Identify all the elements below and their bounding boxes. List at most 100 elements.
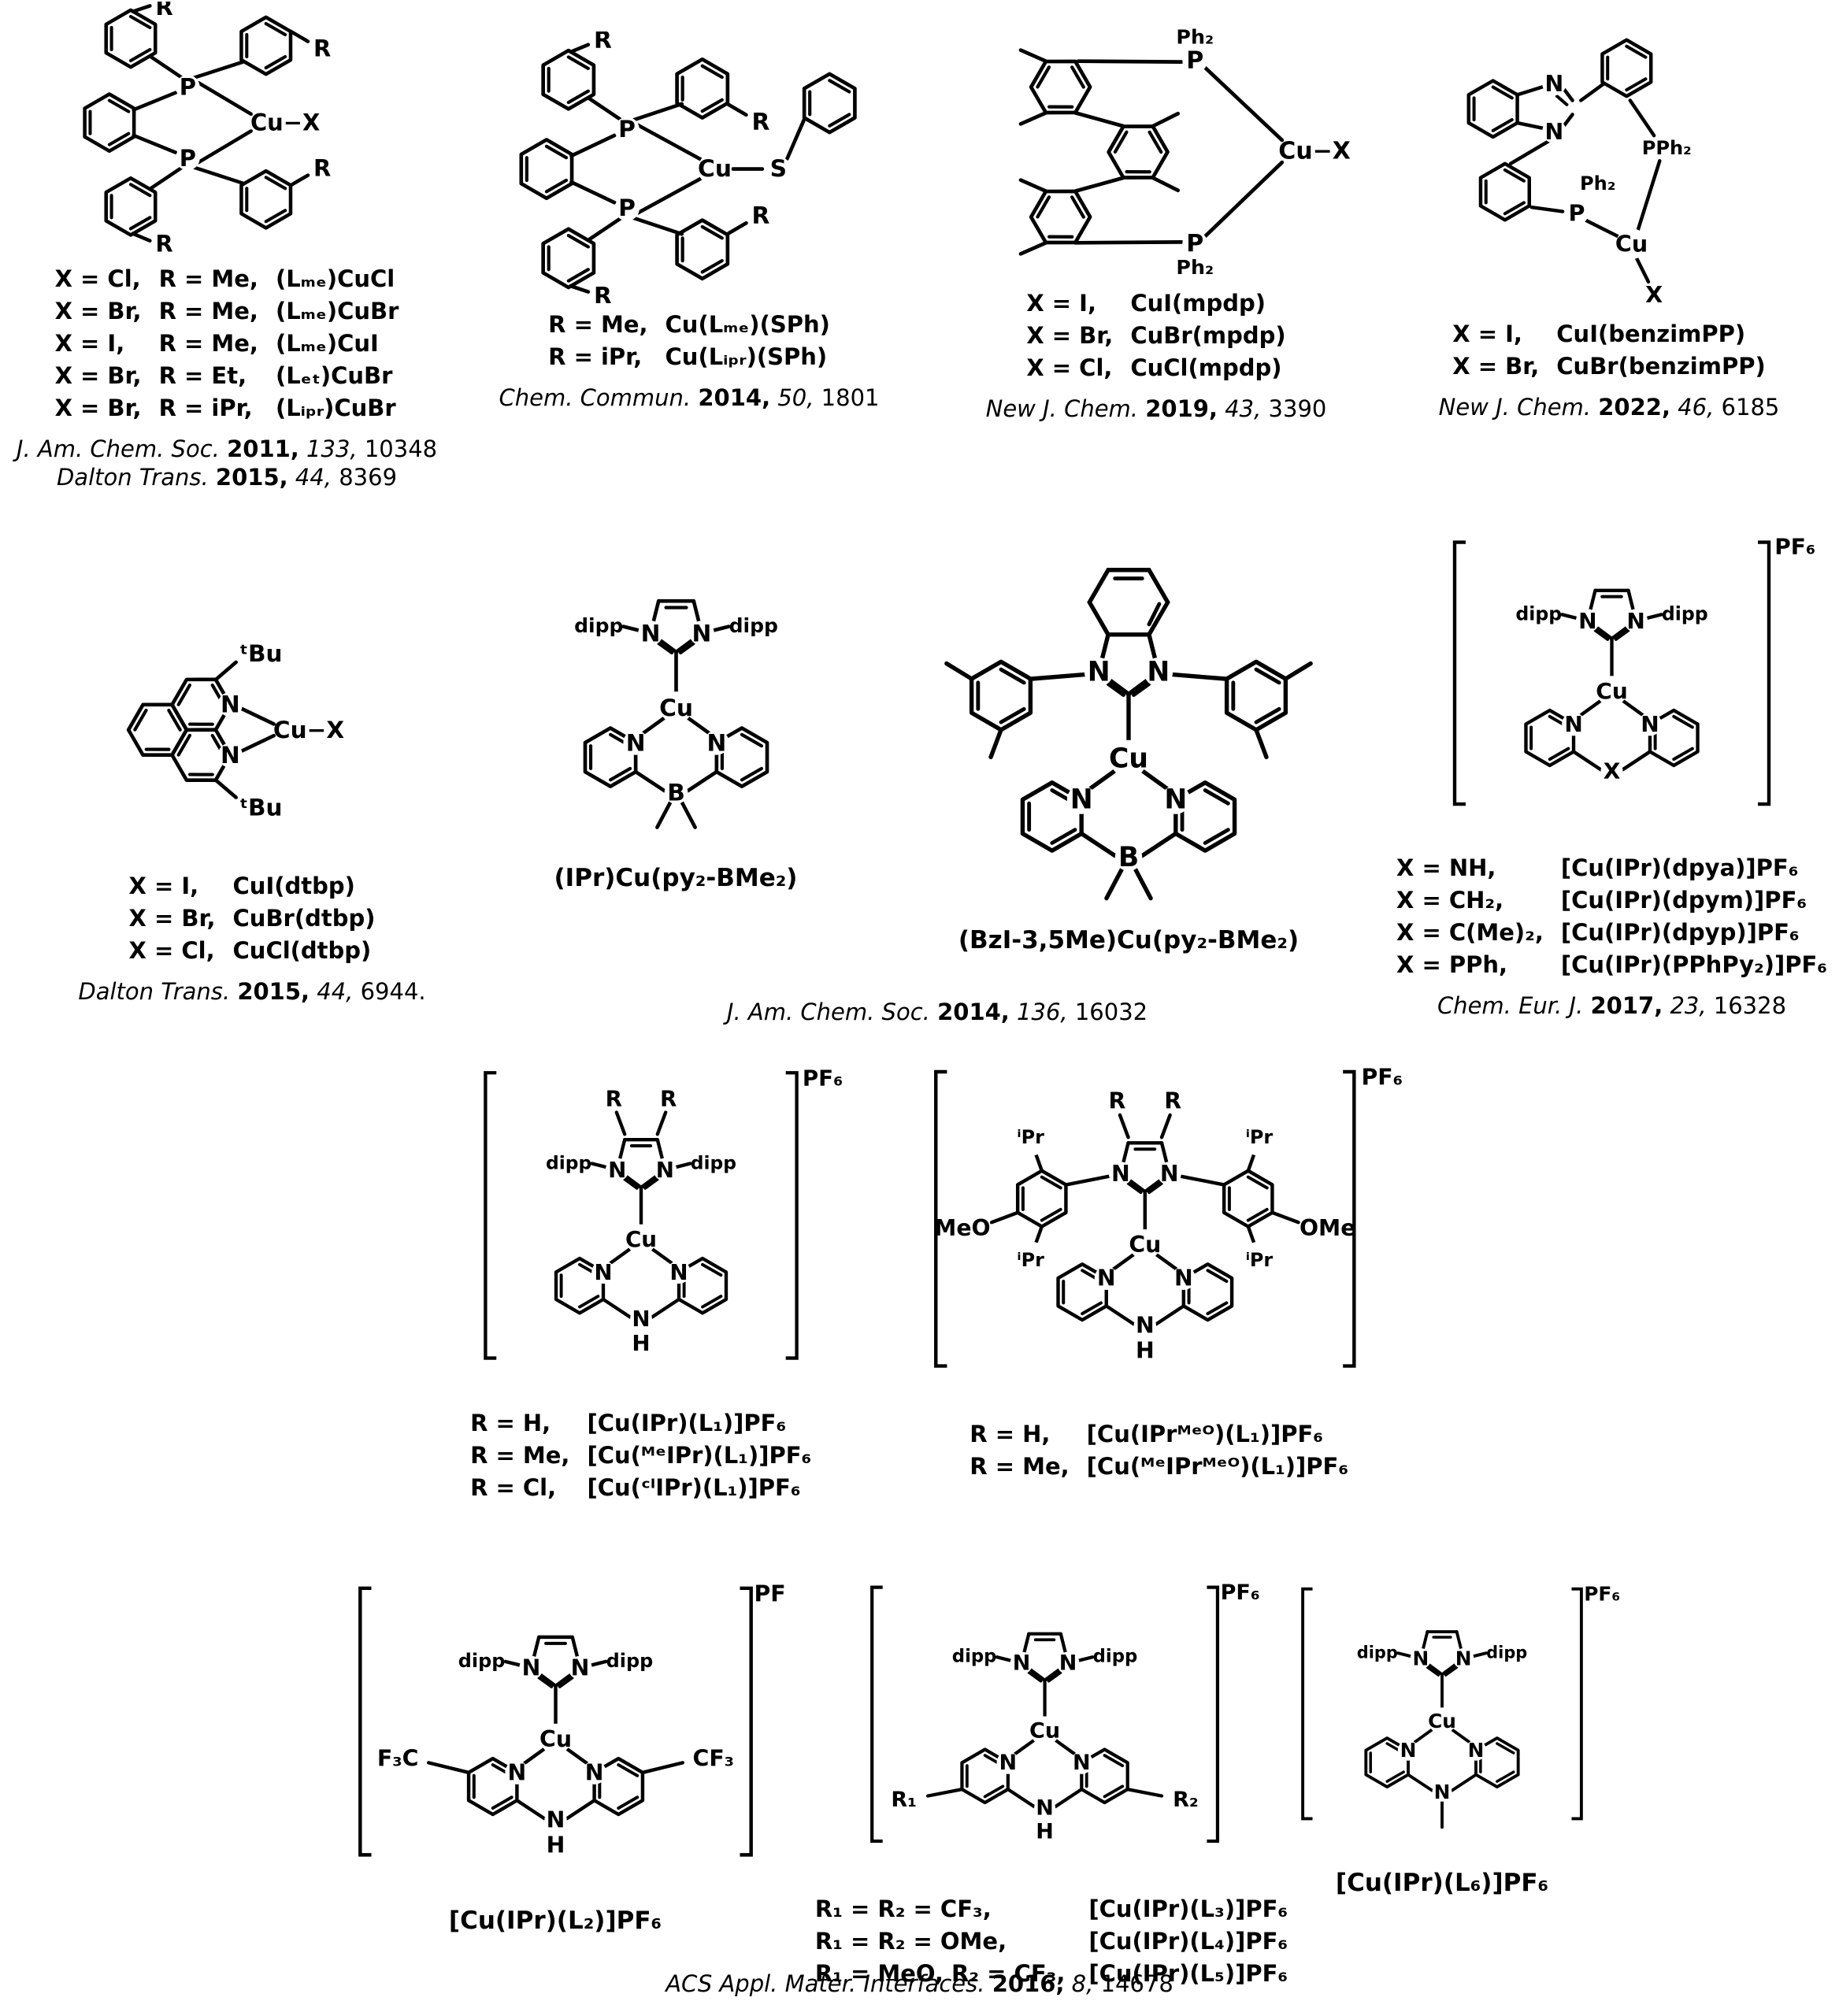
variant-r: R = Me, [158,298,258,325]
cite-year: 2015, [215,464,288,491]
cite-year: 2015, [237,977,310,1005]
cite-journal: J. Am. Chem. Soc. [726,999,930,1025]
cite-pages: 10348 [364,435,438,463]
svg-text:X: X [1645,281,1663,308]
citation: Chem. Commun. 2014, 50, 1801 [499,384,880,411]
cite-journal: Chem. Commun. [499,384,691,412]
svg-text:PF₆: PF₆ [1584,1582,1619,1605]
svg-text:P: P [618,195,636,222]
svg-text:N: N [1164,784,1187,815]
variant-cond: X = I, [1452,321,1522,348]
variant-name: (Lₑₜ)CuBr [275,362,393,390]
citation: Dalton Trans. 2015, 44, 6944. [78,978,425,1005]
svg-text:N: N [1036,1796,1054,1820]
svg-text:ⁱPr: ⁱPr [1018,1249,1045,1271]
variant-name: CuBr(mpdp) [1130,322,1286,349]
svg-text:H: H [1136,1338,1155,1364]
cite-year: 2011, [227,435,299,463]
citation: New J. Chem. 2019, 43, 3390 [986,395,1327,422]
s6-compound-label: (IPr)Cu(py₂-BMe₂) [554,863,798,892]
variant-name: CuI(mpdp) [1130,290,1266,317]
svg-text:Cu: Cu [698,155,732,183]
svg-text:Ph₂: Ph₂ [1580,172,1615,195]
panel-s9: R R N H PF₆ R = H,[Cu(IPr)(L₁)]PF₆ R = M… [429,1054,852,1501]
svg-text:R₁: R₁ [891,1788,917,1812]
svg-text:B: B [1118,842,1139,873]
variant-name: Cu(Lᵢₚᵣ)(SPh) [665,343,828,371]
s10-structure-CuIPrMeO-L1-PF6: N N N N Cu N H R R ⁱPr ⁱPr ⁱPr ⁱPr MeO O… [934,1065,1403,1368]
s13-compound-label: [Cu(IPr)(L₆)]PF₆ [1335,1868,1549,1897]
cite-volume: 43, [1225,395,1262,422]
svg-text:B: B [667,779,685,806]
variant-r: R = Et, [158,362,247,390]
cite-year: 2017, [1590,992,1663,1020]
cite-volume: 23, [1670,992,1707,1020]
svg-text:P: P [180,145,196,172]
s8-structure-CuIPr-dpyX-PF6: X PF₆ [1452,533,1815,806]
svg-text:CF₃: CF₃ [692,1746,734,1772]
variant-name: [Cu(IPr)(L₁)]PF₆ [587,1410,787,1436]
panel-s3: Ph₂ P P Ph₂ Cu−X X = I,CuI(mpdp) X = Br,… [936,22,1377,422]
cite-journal: J. Am. Chem. Soc. [16,435,220,463]
svg-text:R: R [313,154,331,181]
variant-r: R = Me, [158,265,258,293]
variant-cond: R = iPr, [548,343,643,371]
variant-name: [Cu(IPr)(dpyp)]PF₆ [1560,919,1800,947]
variant-name: [Cu(IPr)(dpym)]PF₆ [1560,887,1807,914]
svg-text:Cu: Cu [1109,743,1148,775]
citation: Chem. Eur. J. 2017, 23, 16328 [1437,992,1786,1019]
panel-s5: N N Cu−X ᵗBu ᵗBu X = I,CuI(dtbp) X = Br,… [24,595,480,1005]
cite-volume: 44, [295,464,332,491]
cite-journal: Chem. Eur. J. [1437,992,1584,1020]
variant-cond: X = I, [128,872,199,899]
variant-cond: R = Me, [970,1452,1070,1480]
panel-s8: X PF₆ X = NH,[Cu(IPr)(dpya)]PF₆ X = CH₂,… [1385,523,1839,1019]
variant-r: R = Me, [158,330,258,358]
s6-structure-IPr-Cu-py2BMe2: B [501,562,851,829]
variant-cond: R = Me, [548,311,648,339]
variant-cond: R₁ = R₂ = OMe, [814,1928,1007,1955]
svg-text:Cu−X: Cu−X [273,717,344,743]
svg-text:R: R [594,283,612,304]
s4-variants: X = I,CuI(benzimPP) X = Br,CuBr(benzimPP… [1452,321,1765,380]
cite-journal: New J. Chem. [1438,394,1592,421]
cite-year: 2016, [992,1970,1065,1997]
svg-text:N: N [546,1807,565,1833]
variant-cond: X = C(Me)₂, [1396,919,1544,947]
svg-text:R: R [155,2,172,20]
variant-x: X = Br, [54,362,142,390]
variant-name: [Cu(IPr)(L₃)]PF₆ [1088,1896,1288,1922]
svg-text:R: R [594,32,612,54]
variant-name: (Lₘₑ)CuBr [275,298,399,325]
panel-s4: N N Ph₂ P PPh₂ Cu X X = I,CuI(benzimPP) … [1380,32,1838,421]
svg-text:N: N [1070,784,1093,815]
variant-cond: X = Cl, [128,936,215,964]
svg-text:ⁱPr: ⁱPr [1246,1249,1274,1271]
cite-journal: ACS Appl. Mater. Interfaces. [666,1970,985,1997]
svg-text:PF₆: PF₆ [803,1065,843,1091]
citation: J. Am. Chem. Soc. 2014, 136, 16032 [488,999,1386,1025]
panel-s6: B (IPr)Cu(py₂-BMe₂) [487,562,865,892]
citation: New J. Chem. 2022, 46, 6185 [1439,394,1780,421]
variant-name: [Cu(IPr)(L₄)]PF₆ [1088,1928,1288,1955]
variant-name: [Cu(IPr)(PPhPy₂)]PF₆ [1560,951,1827,979]
s5-variants: X = I,CuI(dtbp) X = Br,CuBr(dtbp) X = Cl… [129,873,376,964]
svg-text:Cu−X: Cu−X [1278,138,1351,165]
citation: Dalton Trans. 2015, 44, 8369 [57,464,397,491]
svg-text:R: R [605,1086,621,1112]
svg-text:N: N [1160,1161,1179,1187]
cite-pages: 6185 [1721,394,1780,421]
svg-text:N: N [1174,1266,1193,1292]
cite-pages: 16328 [1713,992,1787,1020]
cite-year: 2014, [937,999,1010,1025]
s7-structure-BzI35Me-Cu-py2BMe2: N N N N Cu B [944,568,1313,901]
row3: R R N H PF₆ R = H,[Cu(IPr)(L₁)]PF₆ R = M… [429,1054,1429,1501]
variant-cond: X = Br, [1026,322,1114,349]
panel-s1: P P Cu−X R R R R X = Cl,R = Me,(Lₘₑ)CuCl… [11,2,443,491]
s5-structure-dtbp-CuX: N N Cu−X ᵗBu ᵗBu [63,640,344,821]
s10-variants: R = H,[Cu(IPrᴹᵉᴼ)(L₁)]PF₆ R = Me,[Cu(ᴹᵉI… [970,1421,1348,1480]
variant-name: [Cu(ᶜˡIPr)(L₁)]PF₆ [587,1474,801,1501]
variant-name: CuI(dtbp) [232,872,355,899]
cite-volume: 133, [306,435,358,463]
